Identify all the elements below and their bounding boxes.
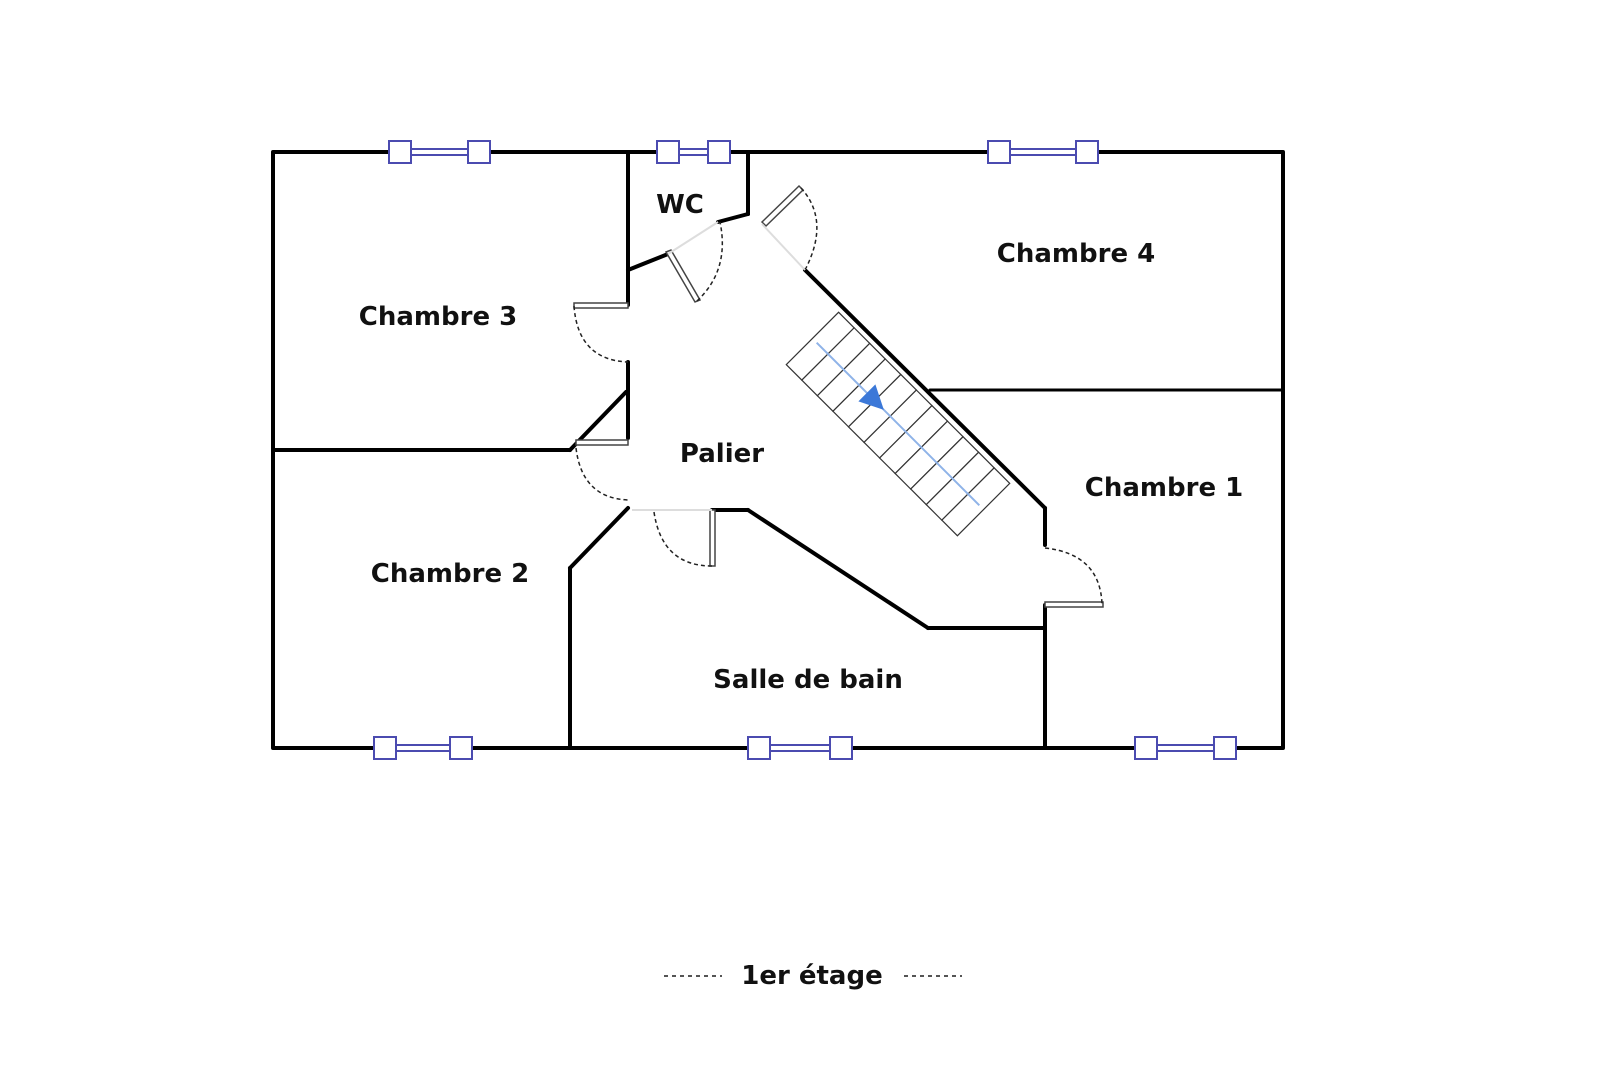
door-chambre1: [1044, 547, 1104, 608]
wall-chambre4-diagonal: [803, 268, 1047, 510]
label-chambre-2: Chambre 2: [371, 559, 529, 589]
label-chambre-1: Chambre 1: [1085, 473, 1243, 503]
staircase: [785, 311, 1011, 537]
label-salle-de-bain: Salle de bain: [713, 665, 903, 695]
caption-text: 1er étage: [741, 961, 882, 991]
window-chambre1: [1134, 736, 1237, 760]
window-sdb: [747, 736, 853, 760]
doors: [573, 184, 1104, 608]
window-chambre4: [987, 140, 1099, 164]
door-chambre4: [760, 184, 818, 271]
door-wc: [664, 221, 724, 303]
window-wc: [656, 140, 731, 164]
wall-sdb-top-diag: [746, 508, 930, 630]
door-chambre3: [573, 302, 629, 363]
arrow-down-icon: [858, 384, 884, 410]
wall-chambre2-diag: [568, 506, 630, 570]
wall-wc-bottom-left: [626, 252, 670, 272]
label-palier: Palier: [680, 439, 764, 469]
window-chambre3: [388, 140, 491, 164]
window-chambre2: [373, 736, 473, 760]
label-chambre-3: Chambre 3: [359, 302, 517, 332]
windows: [373, 140, 1237, 760]
door-chambre2: [575, 439, 629, 501]
wall-wc-bottom-right: [716, 212, 750, 224]
room-labels: WC Chambre 4 Chambre 3 Palier Chambre 1 …: [359, 190, 1243, 695]
stair-direction-line: [815, 341, 981, 507]
outer-walls: [271, 150, 1285, 750]
outer-wall: [271, 150, 1285, 750]
door-salle-de-bain: [632, 509, 716, 567]
floor-caption: 1er étage: [664, 961, 962, 991]
label-wc: WC: [656, 190, 704, 220]
label-chambre-4: Chambre 4: [997, 239, 1155, 269]
interior-walls: [271, 150, 1285, 750]
